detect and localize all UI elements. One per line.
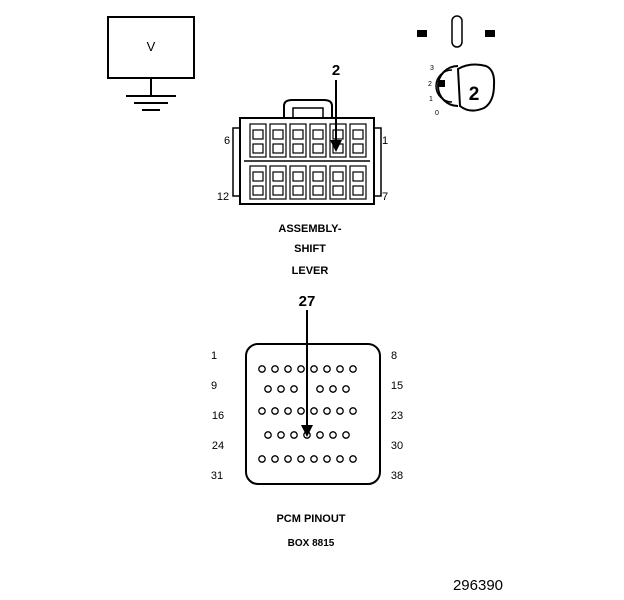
pcm-pin [297,365,305,373]
pcm-pin [323,455,331,463]
pcm-row-label-left-1: 1 [211,350,217,362]
switch-indicator-right [485,30,495,37]
pcm-title-line-1: PCM PINOUT [276,513,345,525]
pcm-pin [323,407,331,415]
shift-title-line-3: LEVER [292,265,329,277]
pcm-pin [297,455,305,463]
pcm-row-label-left-2: 9 [211,380,217,392]
pin-cavity [309,123,327,158]
arrow-down-icon [301,425,313,437]
voltmeter-label: V [147,39,156,54]
pcm-pin [349,365,357,373]
pin-cavity [249,165,267,200]
pcm-pin [310,455,318,463]
pin-cavity [289,123,307,158]
pcm-row-label-right-4: 30 [391,440,403,452]
pin-cavity [289,165,307,200]
key-position-2: 2 [428,81,432,88]
pcm-pin-callout: 27 [299,293,316,310]
pin-label-top-right: 1 [382,135,388,147]
pin-cavity-grid [249,123,367,200]
pcm-pin [316,431,324,439]
pin-label-bottom-right: 7 [382,191,388,203]
pcm-pin [258,455,266,463]
pcm-row-label-left-3: 16 [212,410,224,422]
key-icon [435,63,496,112]
key-blade-icon [451,15,463,48]
ignition-switch: 3 2 1 0 2 [417,15,496,117]
arrow-down-icon [330,140,342,152]
pcm-row-label-right-2: 15 [391,380,403,392]
pin-cavity [269,165,287,200]
connector-latch [283,99,333,118]
key-position-3: 3 [430,65,434,72]
switch-indicator-left [417,30,427,37]
pcm-pin [258,407,266,415]
pcm-row-label-right-5: 38 [391,470,403,482]
pcm-pin-grid [258,365,357,463]
pcm-pin [271,365,279,373]
pin-cavity [309,165,327,200]
pcm-pin [264,385,272,393]
pcm-row-label-right-3: 23 [391,410,403,422]
pcm-pin [290,385,298,393]
figure-number: 296390 [453,577,503,594]
key-position-1: 1 [429,96,433,103]
pcm-pin [310,365,318,373]
pcm-pin [271,455,279,463]
pcm-pin [323,365,331,373]
pcm-pin [342,431,350,439]
pcm-pin [329,431,337,439]
shift-pin-callout: 2 [332,62,340,79]
shift-title-line-1: ASSEMBLY- [278,223,342,235]
shift-lever-connector: 6 1 12 7 2 ASSEMBLY- SHIFT LEVER [217,62,388,277]
pcm-pin [264,431,272,439]
pcm-pin [284,455,292,463]
pcm-pin [329,385,337,393]
pcm-pin [258,365,266,373]
pcm-row-label-right-1: 8 [391,350,397,362]
pcm-pin [336,455,344,463]
pcm-pin [277,431,285,439]
pcm-connector: 1 9 16 24 31 8 15 23 30 38 27 PCM PINOUT… [211,293,403,549]
pcm-pin [349,455,357,463]
pcm-title-line-2: BOX 8815 [288,538,335,549]
voltmeter-box [107,16,195,79]
pcm-row-label-left-5: 31 [211,470,223,482]
pcm-pin [316,385,324,393]
pin-cavity [349,165,367,200]
pcm-pin [290,431,298,439]
pcm-pin [271,407,279,415]
pcm-pin [310,407,318,415]
pcm-pin [297,407,305,415]
pcm-pin [277,385,285,393]
key-callout: 2 [469,84,480,105]
shift-title-line-2: SHIFT [294,243,326,255]
pin-label-bottom-left: 12 [217,191,229,203]
voltmeter: V [107,16,195,111]
pcm-pin [342,385,350,393]
pin-cavity [349,123,367,158]
pin-label-top-left: 6 [224,135,230,147]
pin-cavity [249,123,267,158]
pin-cavity [329,165,347,200]
pcm-pin [336,407,344,415]
pcm-row-label-left-4: 24 [212,440,224,452]
ground-icon [126,95,176,111]
pcm-pin [336,365,344,373]
pcm-pin [349,407,357,415]
pcm-pin [284,407,292,415]
key-position-0: 0 [435,110,439,117]
pcm-pin [284,365,292,373]
pin-cavity [269,123,287,158]
